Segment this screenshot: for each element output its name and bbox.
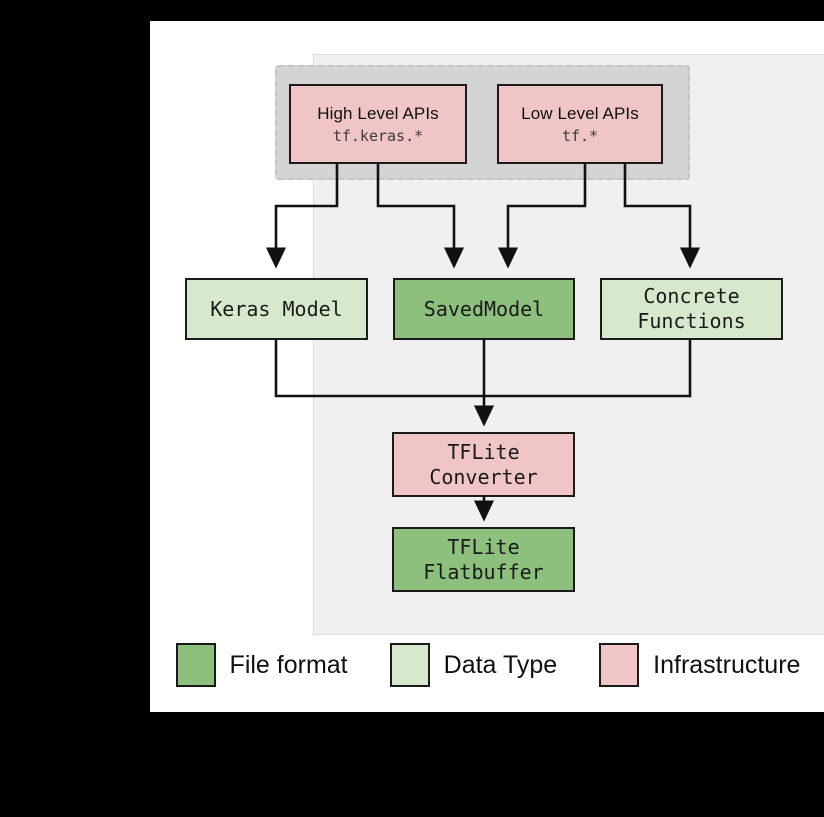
legend-item-data-type: Data Type [389, 643, 558, 687]
legend-swatch-data-type [389, 643, 430, 687]
node-tflite-flatbuffer-label-line1: TFLite [447, 534, 520, 559]
node-low-level-apis-sublabel: tf.* [561, 126, 599, 145]
node-low-level-apis[interactable]: Low Level APIs tf.* [497, 84, 663, 164]
node-tflite-converter-label-line1: TFLite [447, 439, 520, 464]
legend-label-infrastructure: Infrastructure [653, 650, 801, 679]
legend-label-file-format: File format [229, 650, 348, 679]
node-keras-model-label: Keras Model [210, 296, 343, 321]
node-concrete-functions-label-line1: Concrete [643, 284, 740, 308]
node-high-level-apis-label: High Level APIs [317, 103, 439, 123]
node-concrete-functions-label-line2: Functions [637, 309, 746, 333]
node-savedmodel-label: SavedModel [423, 296, 545, 321]
legend-swatch-infrastructure [599, 643, 640, 687]
legend-item-infrastructure: Infrastructure [599, 643, 800, 687]
node-low-level-apis-label: Low Level APIs [521, 103, 639, 123]
node-tflite-flatbuffer[interactable]: TFLite Flatbuffer [392, 527, 575, 592]
node-high-level-apis[interactable]: High Level APIs tf.keras.* [289, 84, 467, 164]
diagram-card: High Level APIs tf.keras.* Low Level API… [150, 21, 824, 712]
legend-item-file-format: File format [175, 643, 348, 687]
node-keras-model[interactable]: Keras Model [185, 278, 368, 340]
legend-label-data-type: Data Type [443, 650, 558, 679]
node-tflite-converter-label-line2: Converter [429, 464, 538, 489]
node-tflite-converter[interactable]: TFLite Converter [392, 432, 575, 497]
legend-swatch-file-format [175, 643, 216, 687]
node-savedmodel[interactable]: SavedModel [393, 278, 575, 340]
legend: File format Data Type Infrastructure [163, 634, 813, 696]
node-high-level-apis-sublabel: tf.keras.* [332, 126, 424, 145]
node-tflite-flatbuffer-label-line2: Flatbuffer [423, 559, 544, 584]
node-concrete-functions[interactable]: Concrete Functions [600, 278, 783, 340]
